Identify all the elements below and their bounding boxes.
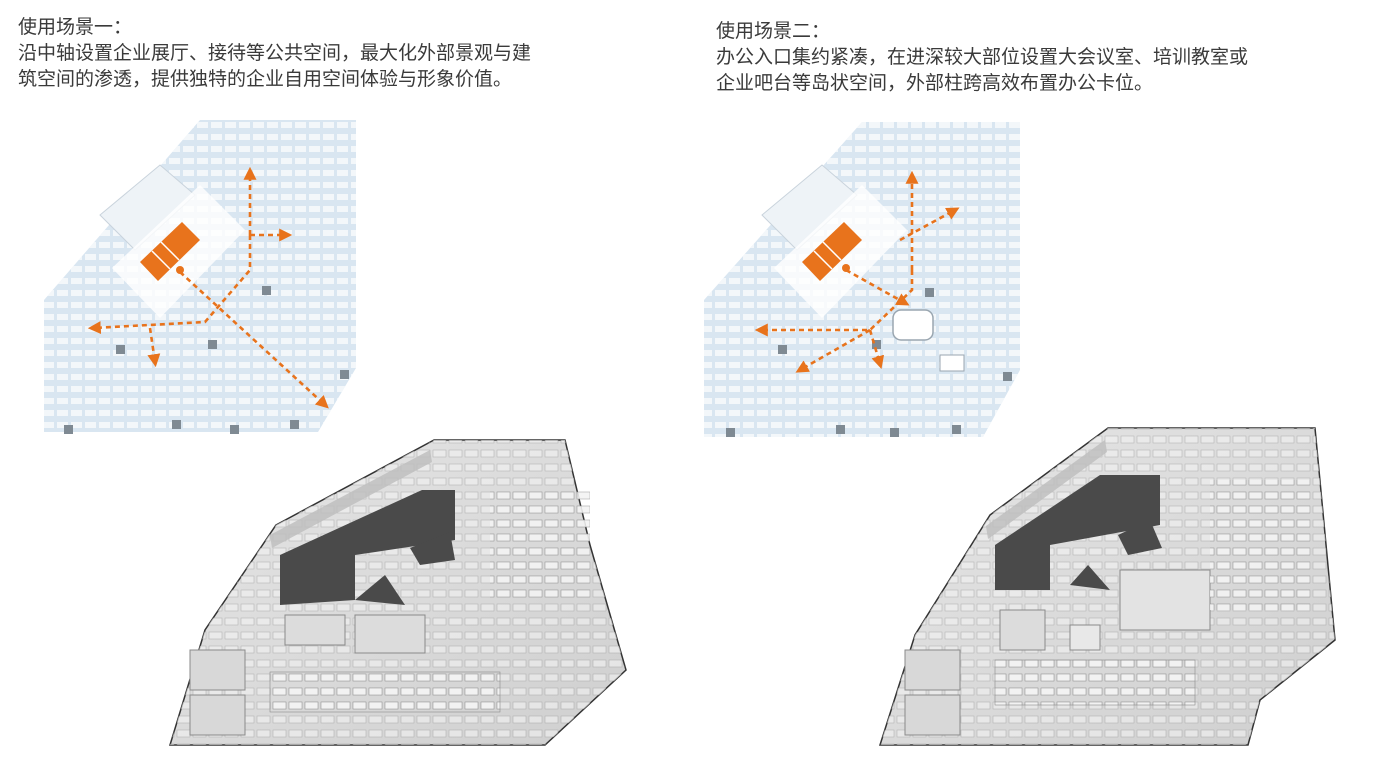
entry-marker-icon	[176, 266, 184, 274]
scenario-2-caption: 使用场景二： 办公入口集约紧凑，在进深较大部位设置大会议室、培训教室或 企业吧台…	[716, 18, 1248, 96]
iso-plan-1	[168, 439, 627, 746]
entry-marker-icon-2	[842, 264, 850, 272]
plan-2	[704, 122, 1020, 437]
iso-plan-2	[878, 427, 1336, 746]
scenario-2-line-2: 企业吧台等岛状空间，外部柱跨高效布置办公卡位。	[716, 72, 1154, 94]
scenario-1-line-1: 沿中轴设置企业展厅、接待等公共空间，最大化外部景观与建	[18, 42, 532, 64]
scenario-1-caption: 使用场景一： 沿中轴设置企业展厅、接待等公共空间，最大化外部景观与建 筑空间的渗…	[18, 14, 531, 92]
scenario-2-line-1: 办公入口集约紧凑，在进深较大部位设置大会议室、培训教室或	[716, 46, 1249, 68]
scenario-1-label: 使用场景一：	[18, 16, 133, 38]
scenario-1-line-2: 筑空间的渗透，提供独特的企业自用空间体验与形象价值。	[18, 68, 513, 90]
plan-1	[44, 120, 356, 434]
scenario-2-label: 使用场景二：	[716, 20, 831, 42]
